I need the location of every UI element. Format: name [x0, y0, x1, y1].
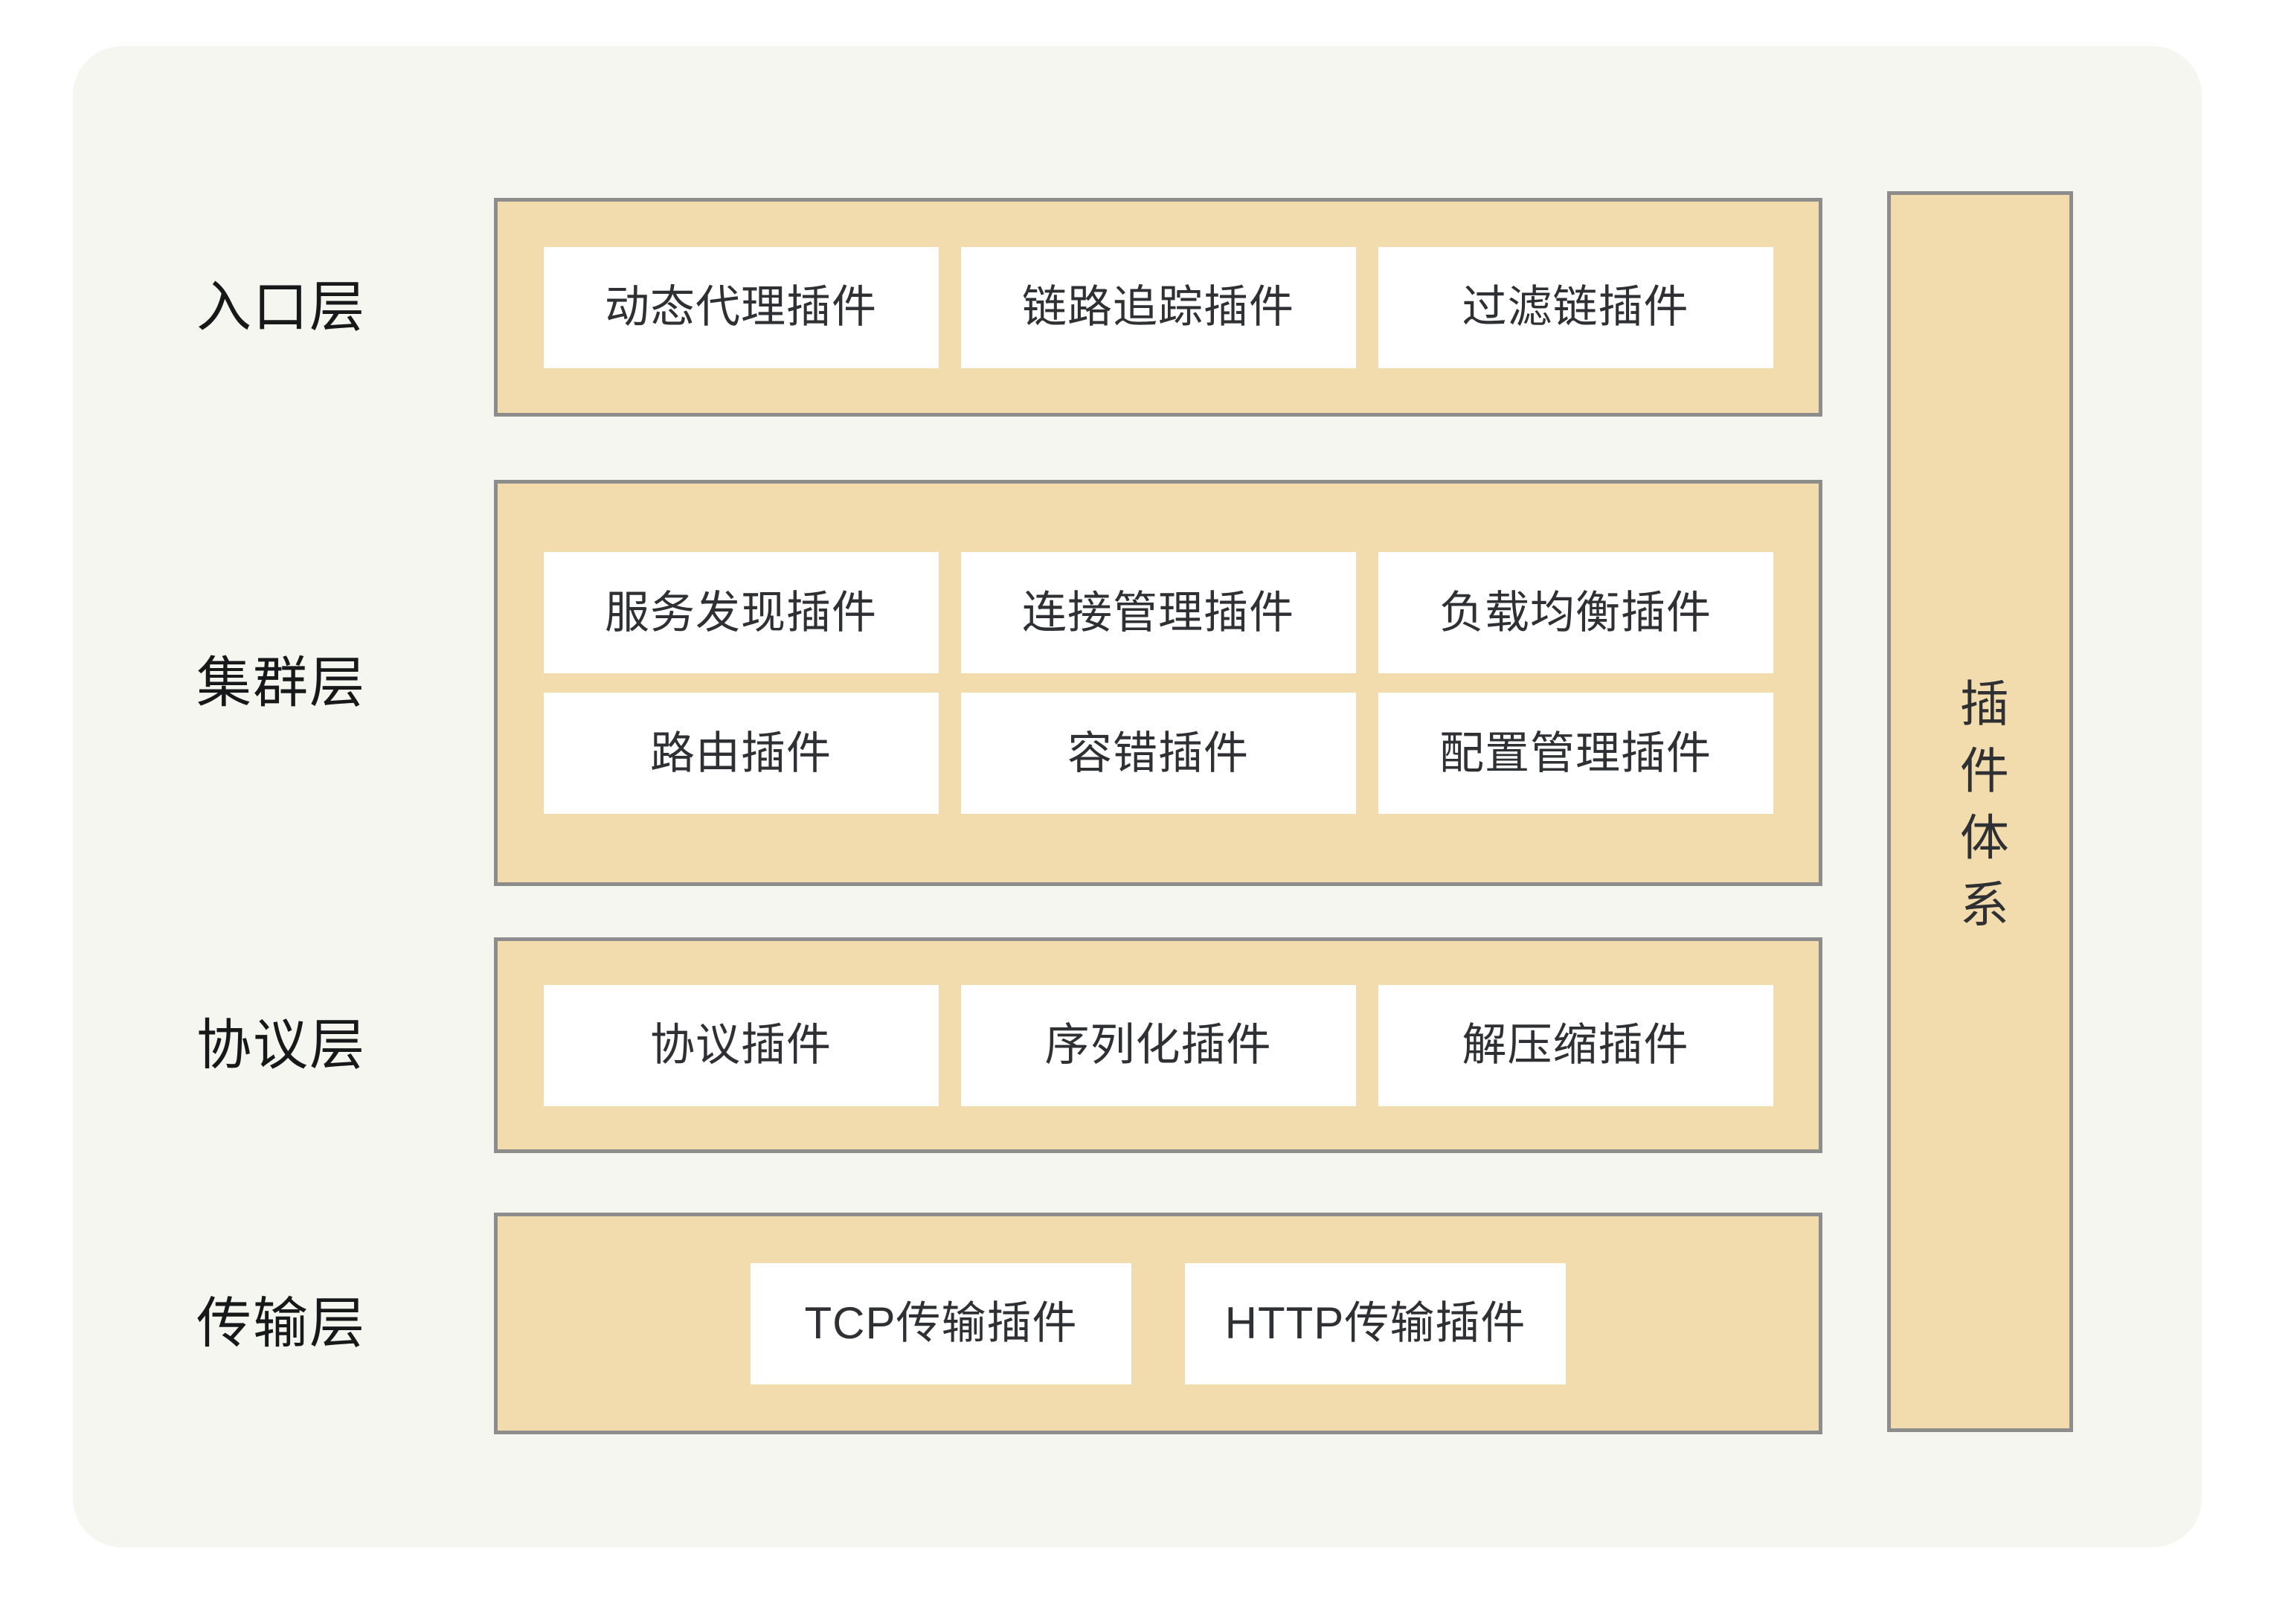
layer-band-transport: TCP传输插件 HTTP传输插件 [494, 1213, 1822, 1434]
plugin-system-sidebar: 插件体系 [1887, 191, 2073, 1432]
plugin-box[interactable]: HTTP传输插件 [1185, 1262, 1566, 1384]
layer-label-protocol: 协议层 [196, 1014, 366, 1076]
plugin-system-label: 插件体系 [1953, 678, 2008, 946]
layer-stack: 入口层 动态代理插件 链路追踪插件 过滤链插件 集群层 服务发现插件 连接管理插… [73, 46, 2202, 1547]
plugin-grid: 路由插件 容错插件 配置管理插件 [498, 693, 1819, 814]
layer-label-transport: 传输层 [196, 1292, 366, 1354]
plugin-box[interactable]: 过滤链插件 [1378, 246, 1773, 368]
layer-row-entry: 入口层 动态代理插件 链路追踪插件 过滤链插件 [73, 198, 2202, 417]
plugin-box[interactable]: 链路追踪插件 [960, 246, 1356, 368]
plugin-box[interactable]: 负载均衡插件 [1378, 552, 1773, 673]
plugin-box[interactable]: 动态代理插件 [543, 246, 939, 368]
plugin-box[interactable]: 协议插件 [543, 984, 939, 1106]
plugin-box[interactable]: 连接管理插件 [960, 552, 1356, 673]
layer-row-transport: 传输层 TCP传输插件 HTTP传输插件 [73, 1213, 2202, 1434]
plugin-grid: TCP传输插件 HTTP传输插件 [498, 1262, 1819, 1384]
plugin-box[interactable]: TCP传输插件 [751, 1262, 1131, 1384]
layer-row-cluster: 集群层 服务发现插件 连接管理插件 负载均衡插件 路由插件 容错插件 配置管理插… [73, 480, 2202, 886]
plugin-box[interactable]: 序列化插件 [960, 984, 1356, 1106]
plugin-grid: 动态代理插件 链路追踪插件 过滤链插件 [498, 246, 1819, 368]
plugin-box[interactable]: 解压缩插件 [1378, 984, 1773, 1106]
diagram-card: 入口层 动态代理插件 链路追踪插件 过滤链插件 集群层 服务发现插件 连接管理插… [73, 46, 2202, 1547]
plugin-box[interactable]: 配置管理插件 [1378, 693, 1773, 814]
plugin-grid: 服务发现插件 连接管理插件 负载均衡插件 [498, 552, 1819, 673]
plugin-box[interactable]: 服务发现插件 [543, 552, 939, 673]
layer-label-entry: 入口层 [196, 276, 366, 338]
plugin-box[interactable]: 路由插件 [543, 693, 939, 814]
layer-band-cluster: 服务发现插件 连接管理插件 负载均衡插件 路由插件 容错插件 配置管理插件 [494, 480, 1822, 886]
layer-band-protocol: 协议插件 序列化插件 解压缩插件 [494, 937, 1822, 1153]
plugin-box[interactable]: 容错插件 [960, 693, 1356, 814]
layer-row-protocol: 协议层 协议插件 序列化插件 解压缩插件 [73, 937, 2202, 1153]
layer-band-entry: 动态代理插件 链路追踪插件 过滤链插件 [494, 198, 1822, 417]
plugin-grid: 协议插件 序列化插件 解压缩插件 [498, 984, 1819, 1106]
layer-label-cluster: 集群层 [196, 652, 366, 713]
